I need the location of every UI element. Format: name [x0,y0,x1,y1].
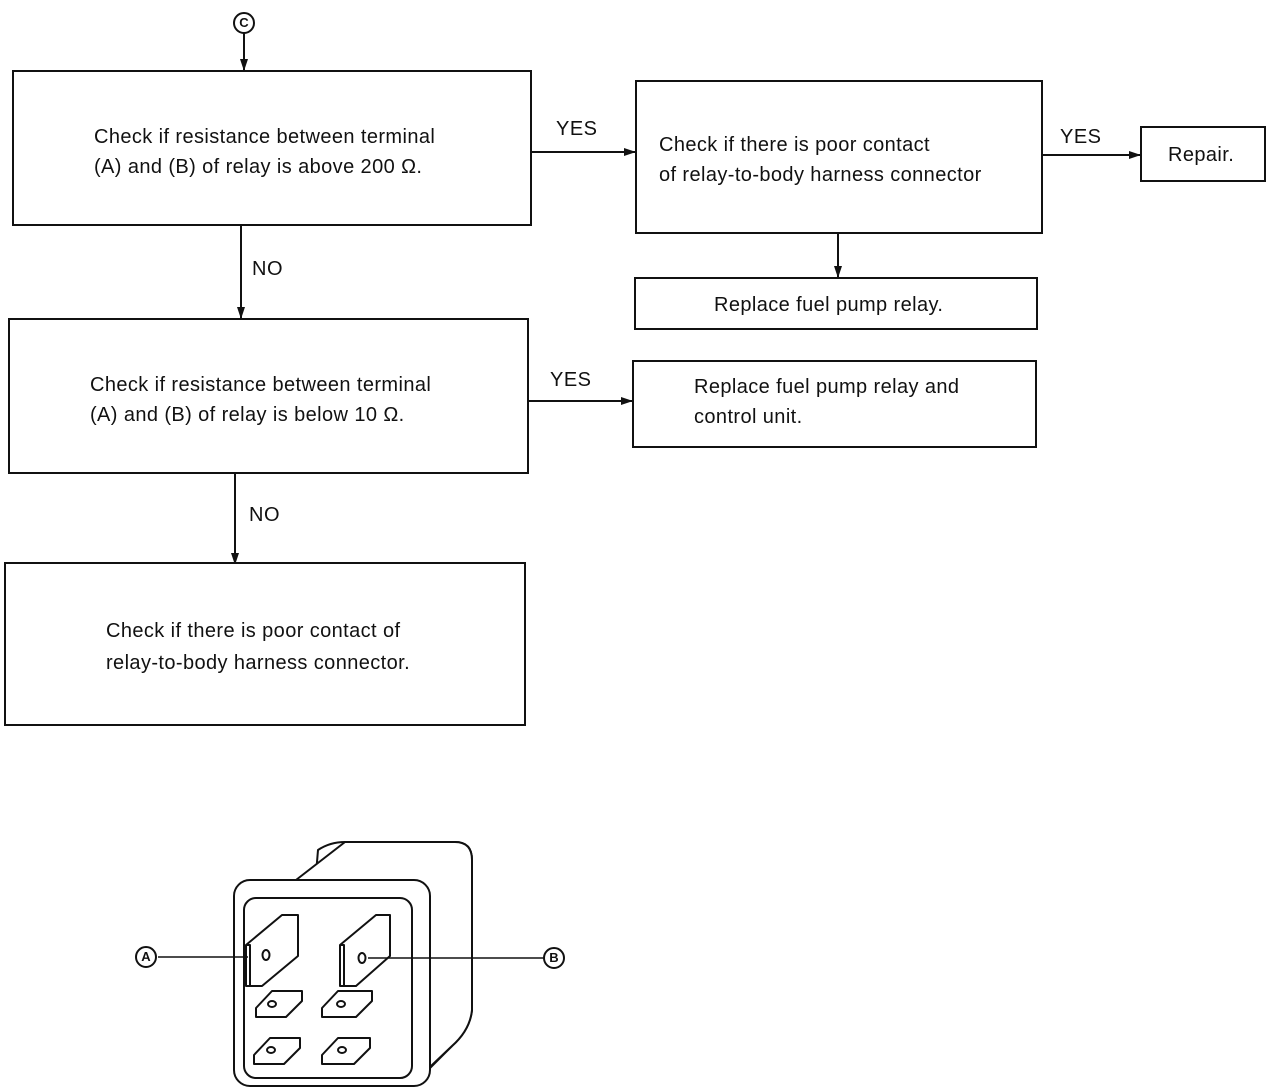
box-text-line1: Check if resistance between terminal [94,126,436,148]
box-repair: Repair. [1140,126,1266,182]
terminal-a-callout: A [135,946,157,968]
terminal-small-3 [253,1037,301,1065]
relay-illustration [233,841,473,1087]
label-no-1: NO [252,258,283,280]
label-yes-3: YES [550,369,592,391]
box-text-line1: Repair. [1168,144,1235,166]
terminal-a-blade [245,914,299,987]
terminal-small-1 [255,990,303,1018]
terminal-b-blade [339,914,391,987]
label-yes-1: YES [556,118,598,140]
box-text-line2: (A) and (B) of relay is above 200 Ω. [94,156,423,178]
terminal-b-callout: B [543,947,565,969]
box-text-line1: Replace fuel pump relay and [694,376,960,398]
box-check-poor-contact-bottom: Check if there is poor contact of relay-… [4,562,526,726]
label-no-2: NO [249,504,280,526]
terminal-small-2 [321,990,373,1018]
label-yes-2: YES [1060,126,1102,148]
box-check-above-200: Check if resistance between terminal (A)… [12,70,532,226]
box-text-line2: relay-to-body harness connector. [106,652,411,674]
box-replace-relay-control: Replace fuel pump relay and control unit… [632,360,1037,448]
box-text-line1: Check if there is poor contact [659,134,931,156]
box-replace-relay: Replace fuel pump relay. [634,277,1038,330]
box-check-below-10: Check if resistance between terminal (A)… [8,318,529,474]
box-text-line2: control unit. [694,406,803,428]
entry-connector-c: C [233,12,255,34]
box-text-line1: Check if there is poor contact of [106,620,401,642]
box-check-poor-contact-top: Check if there is poor contact of relay-… [635,80,1043,234]
box-text-line1: Replace fuel pump relay. [714,294,944,316]
box-text-line1: Check if resistance between terminal [90,374,432,396]
box-text-line2: (A) and (B) of relay is below 10 Ω. [90,404,405,426]
box-text-line2: of relay-to-body harness connector [659,164,982,186]
